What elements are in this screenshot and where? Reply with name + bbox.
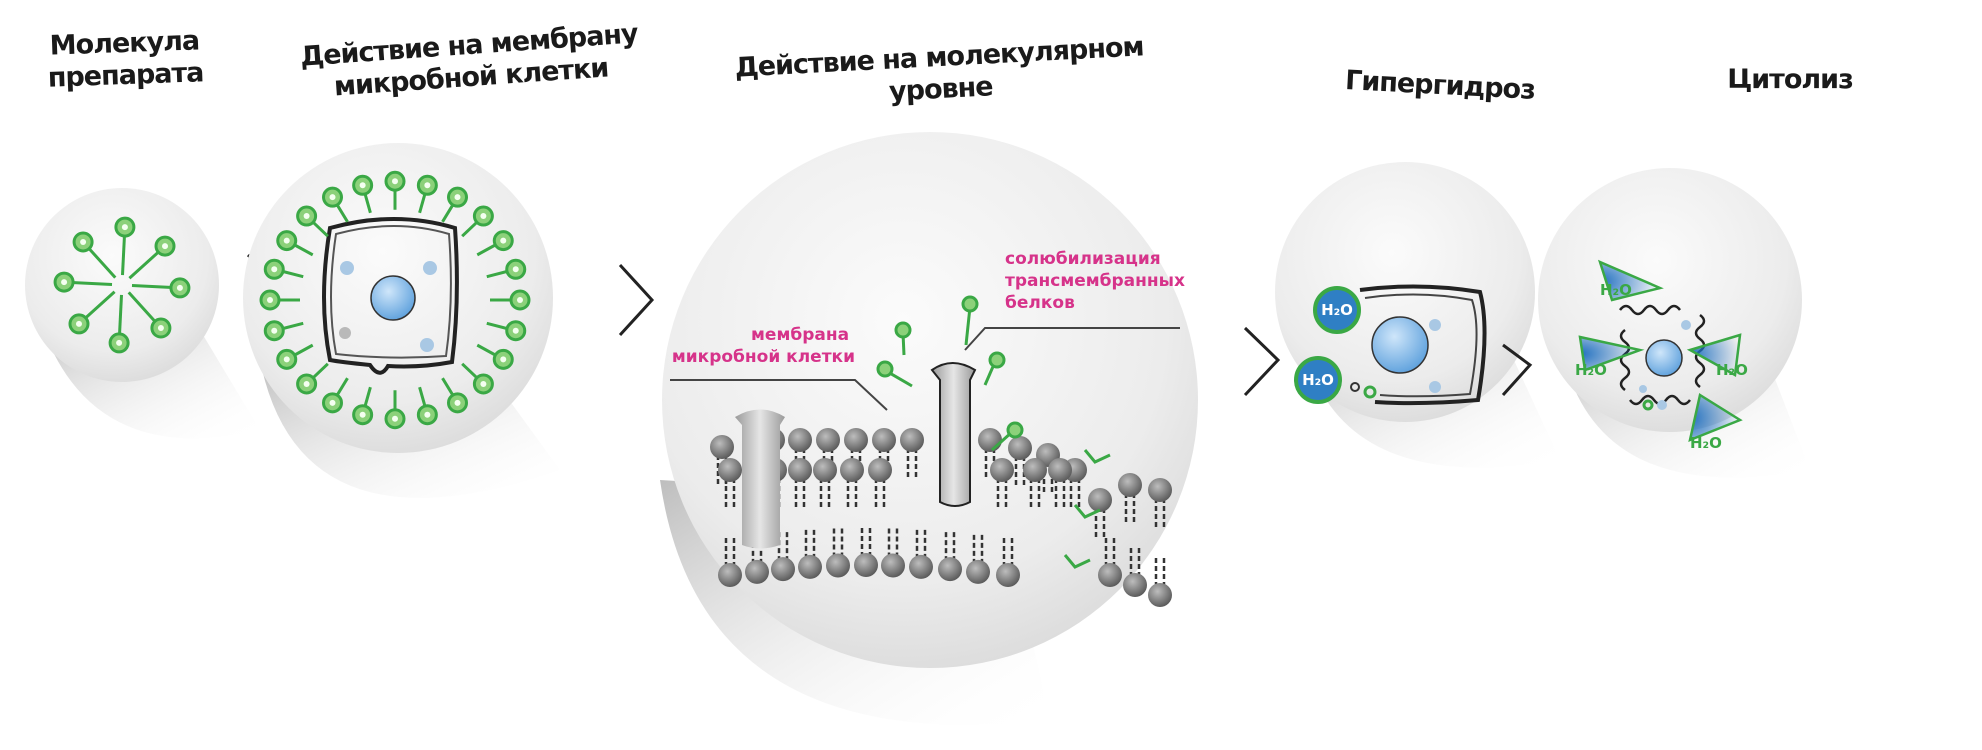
phospholipid (718, 458, 742, 508)
stage-title-cytolysis: Цитолиз (1700, 64, 1880, 96)
surfactant-molecule (352, 174, 374, 214)
phospholipid (813, 458, 837, 508)
stage-disc-cytolysis: H₂O H₂O H₂O H₂O (1538, 168, 1810, 478)
nucleus (1371, 316, 1429, 374)
phospholipid (990, 458, 1014, 508)
phospholipid (1088, 488, 1112, 538)
svg-text:H₂O: H₂O (1321, 301, 1353, 319)
transmembrane-protein (735, 409, 785, 549)
surfactant-molecule (486, 258, 527, 280)
chevron-right-icon (1501, 343, 1533, 397)
membrane-leader-line (670, 379, 888, 411)
phospholipid (1148, 557, 1172, 607)
transmembrane-protein (930, 362, 977, 507)
surfactant-molecule (276, 230, 314, 257)
phospholipid (1023, 458, 1047, 508)
surfactant-molecule (441, 377, 468, 414)
solubilization-label: солюбилизация трансмембранных белков (1005, 249, 1191, 313)
surfactant-molecule (108, 294, 130, 354)
surfactant-molecule (296, 362, 329, 395)
chevron-right-icon (1243, 326, 1281, 397)
surfactant-molecule (259, 289, 300, 311)
surfactant-molecule (322, 186, 349, 223)
phospholipid (938, 531, 962, 582)
surfactant-molecule (476, 230, 514, 257)
surfactant-molecule (72, 231, 117, 279)
surfactant-molecule (416, 174, 438, 214)
disc (1275, 162, 1535, 422)
surfactant-molecule (441, 186, 468, 223)
phospholipid (854, 527, 878, 577)
surfactant-molecule (263, 258, 304, 280)
surfactant-molecule (384, 170, 406, 210)
surfactant-molecule (322, 377, 349, 414)
phospholipid (996, 537, 1020, 587)
surfactant-molecule (486, 320, 527, 342)
svg-text:H₂O: H₂O (1302, 371, 1334, 389)
phospholipid (771, 531, 795, 582)
water-influx-wedges (1578, 259, 1743, 443)
bacterial-cell (322, 217, 459, 375)
disc (1538, 168, 1802, 432)
phospholipid (840, 458, 864, 508)
surfactant-molecule (476, 343, 514, 370)
water-label: H₂O (1716, 361, 1748, 379)
disc (662, 132, 1198, 668)
stage-disc-hyperhydrosis: H₂O H₂O (1275, 162, 1560, 468)
surfactant-molecule (461, 205, 494, 238)
phospholipid (1148, 478, 1172, 528)
phospholipid (966, 533, 990, 584)
surfactant-molecule (490, 289, 531, 311)
surfactant-molecule (68, 290, 116, 335)
surfactant-molecules (876, 295, 1024, 452)
surfactant-molecule (127, 291, 172, 339)
phospholipid (788, 458, 812, 508)
stage-disc-molecular-action: мембрана микробной клетки солюбилизация … (660, 132, 1198, 725)
disc (25, 188, 219, 382)
phospholipid (718, 537, 742, 587)
surfactant-molecule (384, 390, 406, 430)
phospholipid (1098, 537, 1122, 587)
fragment-marks (1063, 449, 1111, 569)
chevron-right-icon (618, 263, 655, 337)
surfactant-molecule (276, 343, 314, 370)
surfactant-molecule (352, 386, 374, 426)
membrane-label: мембрана микробной клетки (672, 325, 855, 367)
surfactant-molecule (296, 205, 329, 238)
nucleus (370, 275, 416, 321)
phospholipid (826, 527, 850, 578)
lipid-bilayer (710, 428, 1172, 607)
stage-disc-membrane-action (243, 143, 560, 498)
surfactant-molecule (131, 277, 191, 299)
water-molecule: H₂O (1313, 286, 1361, 334)
swollen-cell-wall (1359, 284, 1487, 406)
surfactant-molecule (416, 386, 438, 426)
surfactant-molecule (128, 235, 176, 280)
surfactant-molecule (461, 362, 494, 395)
surfactant-molecule (114, 216, 136, 276)
water-label: H₂O (1600, 281, 1632, 299)
phospholipid (909, 528, 933, 579)
water-label: H₂O (1575, 361, 1607, 379)
water-label: H₂O (1690, 434, 1722, 452)
phospholipid (745, 533, 769, 584)
phospholipid (1118, 473, 1142, 523)
phospholipid (881, 527, 905, 578)
water-molecule: H₂O (1294, 356, 1342, 404)
phospholipid (900, 428, 924, 478)
micelle-molecule (53, 216, 191, 354)
solubilization-leader-line (964, 327, 1180, 351)
surfactant-molecules (259, 170, 531, 430)
phospholipid (798, 528, 822, 579)
surfactant-molecule (263, 320, 304, 342)
nucleus (1645, 339, 1683, 377)
surfactant-molecule (53, 271, 113, 293)
phospholipid (1123, 547, 1147, 597)
title-line: Цитолиз (1727, 64, 1854, 95)
phospholipid (1048, 458, 1072, 508)
stage-disc-molecule (25, 188, 260, 439)
phospholipid (868, 458, 892, 508)
